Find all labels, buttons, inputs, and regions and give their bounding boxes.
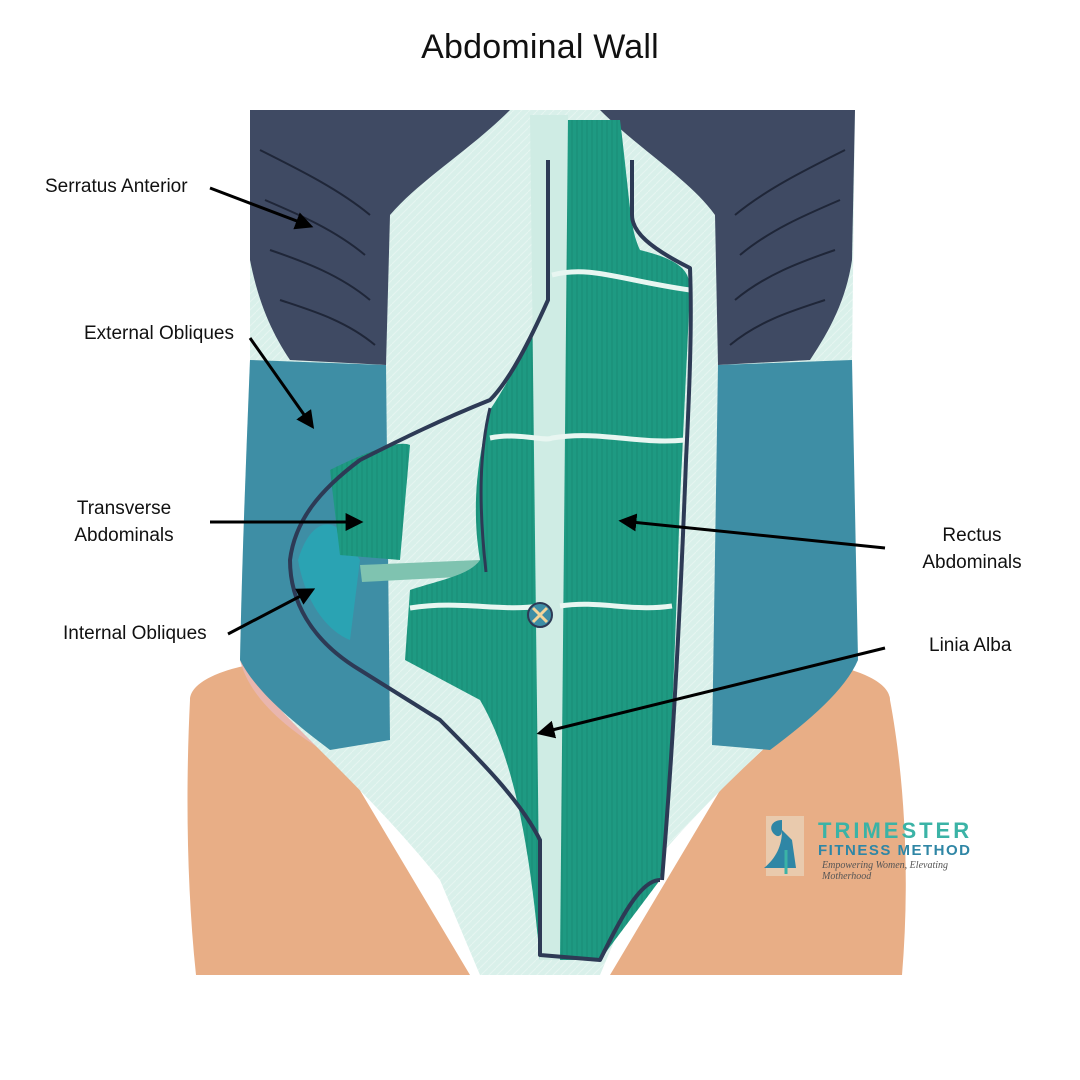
label-transverse-line2: Abdominals [74, 525, 174, 546]
arrow-internal-obliques [227, 588, 316, 636]
logo-tagline: Empowering Women, Elevating Motherhood [822, 860, 949, 882]
logo-mark-icon [764, 816, 804, 876]
arrow-linia-alba [536, 646, 886, 739]
external-oblique-right [712, 360, 858, 750]
serratus-ridges [259, 149, 846, 346]
serratus-left [250, 110, 510, 365]
arrow-serratus [209, 186, 314, 230]
logo-line2: FITNESS METHOD [818, 842, 972, 859]
linea-alba [530, 115, 568, 960]
label-internal-obliques: Internal Obliques [63, 623, 207, 644]
label-external-obliques: External Obliques [84, 323, 234, 344]
left-sheath-outline [288, 160, 661, 962]
skin-left [187, 665, 471, 975]
label-linia-alba: Linia Alba [929, 635, 1012, 656]
serratus-right [600, 110, 855, 365]
page-title: Abdominal Wall [421, 28, 659, 66]
arrow-rectus [618, 513, 886, 550]
label-rectus-abdominals: Rectus Abdominals [910, 522, 1034, 576]
label-rectus-line2: Abdominals [922, 552, 1022, 573]
tendinous-intersections [409, 269, 691, 611]
label-serratus-anterior: Serratus Anterior [45, 176, 188, 197]
label-transverse-abdominals: Transverse Abdominals [60, 495, 188, 549]
label-arrows [209, 186, 886, 739]
skin-right [610, 665, 906, 975]
logo-line1: TRIMESTER [818, 818, 973, 843]
trimester-logo: TRIMESTER FITNESS METHOD Empowering Wome… [752, 806, 992, 882]
right-sheath-outline [630, 160, 693, 881]
label-transverse-line1: Transverse [76, 498, 172, 519]
arrow-external-obliques [248, 337, 315, 429]
label-rectus-line1: Rectus [942, 525, 1002, 546]
